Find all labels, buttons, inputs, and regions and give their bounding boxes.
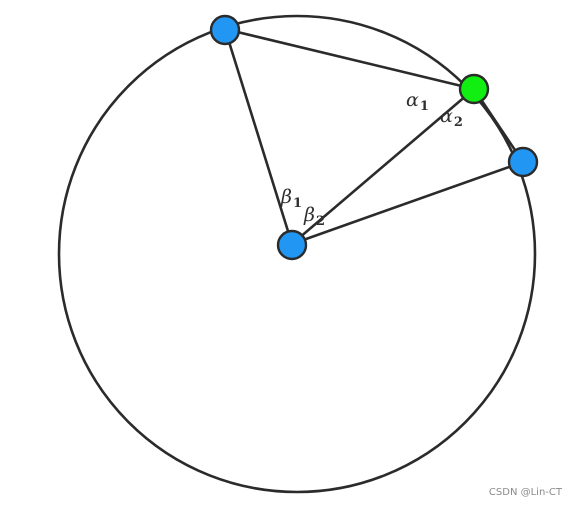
angle-label-alpha-1: α1 [406,89,429,114]
green-point [458,73,490,105]
outer-circle [57,14,537,494]
points [209,14,539,261]
angle-label-alpha-2: α2 [440,105,463,130]
segment-center-to-right-point [290,160,525,246]
watermark: CSDN @Lin-CT [488,487,562,498]
segment-top-point-to-green-point [223,27,476,91]
segment-center-to-top-point [223,27,294,246]
right-point [507,146,539,178]
angle-label-beta-2: β2 [303,204,325,229]
angle-label-beta-1: β1 [280,186,302,211]
segment-center-to-green-point [290,87,476,246]
segments [223,27,525,246]
center-point [276,229,308,261]
top-point [209,14,241,46]
